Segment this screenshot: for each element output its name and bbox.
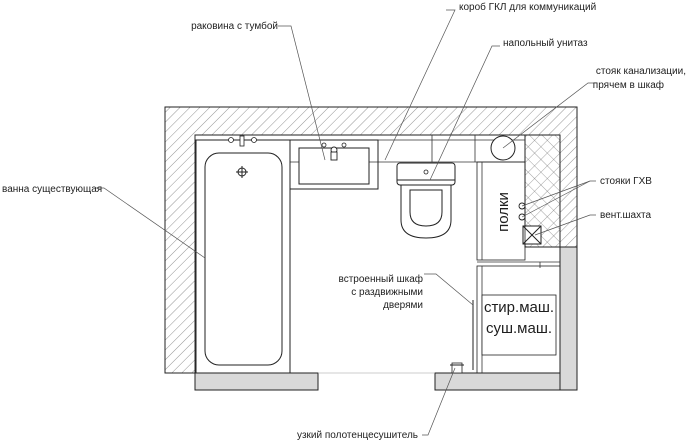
bathtub-spout-icon — [239, 135, 245, 147]
bathtub-tap-icon — [228, 137, 234, 143]
label-gkl-box: короб ГКЛ для коммуникаций — [459, 1, 596, 13]
label-sink: раковина с тумбой — [191, 20, 278, 32]
label-hot-water-risers: стояки ГХВ — [600, 176, 652, 187]
label-towel-rail: узкий полотенцесушитель — [297, 430, 418, 441]
sink-spout-icon — [330, 151, 338, 161]
towel-rail — [450, 362, 464, 374]
toilet-seat — [409, 189, 443, 227]
towel-rail-body — [451, 362, 463, 374]
sink-handle-icon — [341, 142, 347, 148]
wall-bottom-right — [434, 372, 578, 391]
label-vent-shaft: вент.шахта — [600, 210, 651, 221]
sink-handle-icon — [321, 142, 327, 148]
wardrobe — [472, 161, 561, 374]
wall-bottom-left — [194, 372, 319, 391]
toilet-button-icon — [423, 169, 429, 175]
label-dryer: суш.маш. — [486, 320, 552, 337]
label-washer: стир.маш. — [484, 299, 554, 316]
label-wardrobe-1: встроенный шкаф — [339, 273, 423, 285]
bathtub — [195, 135, 291, 374]
wall-right-lower — [559, 246, 578, 391]
machines-area — [476, 265, 561, 374]
label-sewer-riser-1: стояк канализации, — [596, 66, 686, 77]
bathtub-inner — [204, 152, 283, 366]
label-wardrobe-3: дверями — [383, 300, 423, 311]
label-toilet: напольный унитаз — [503, 38, 588, 49]
sink-cabinet-outline — [289, 139, 379, 190]
label-sewer-riser-2: прячем в шкаф — [593, 79, 664, 91]
washer-dryer-box — [481, 294, 557, 356]
riser-shaft — [522, 134, 561, 248]
label-shelves: полки — [495, 192, 512, 232]
label-bathtub: ванна существующая — [2, 184, 102, 195]
toilet — [396, 162, 456, 239]
sink-cabinet — [289, 139, 379, 190]
labels: раковина с тумбой короб ГКЛ для коммуник… — [2, 1, 686, 441]
walls — [164, 106, 578, 391]
shelves-area — [476, 161, 526, 261]
leader-lines — [96, 9, 597, 436]
bathtub-tap-icon — [251, 137, 257, 143]
label-wardrobe-2: с раздвижными — [351, 287, 423, 298]
